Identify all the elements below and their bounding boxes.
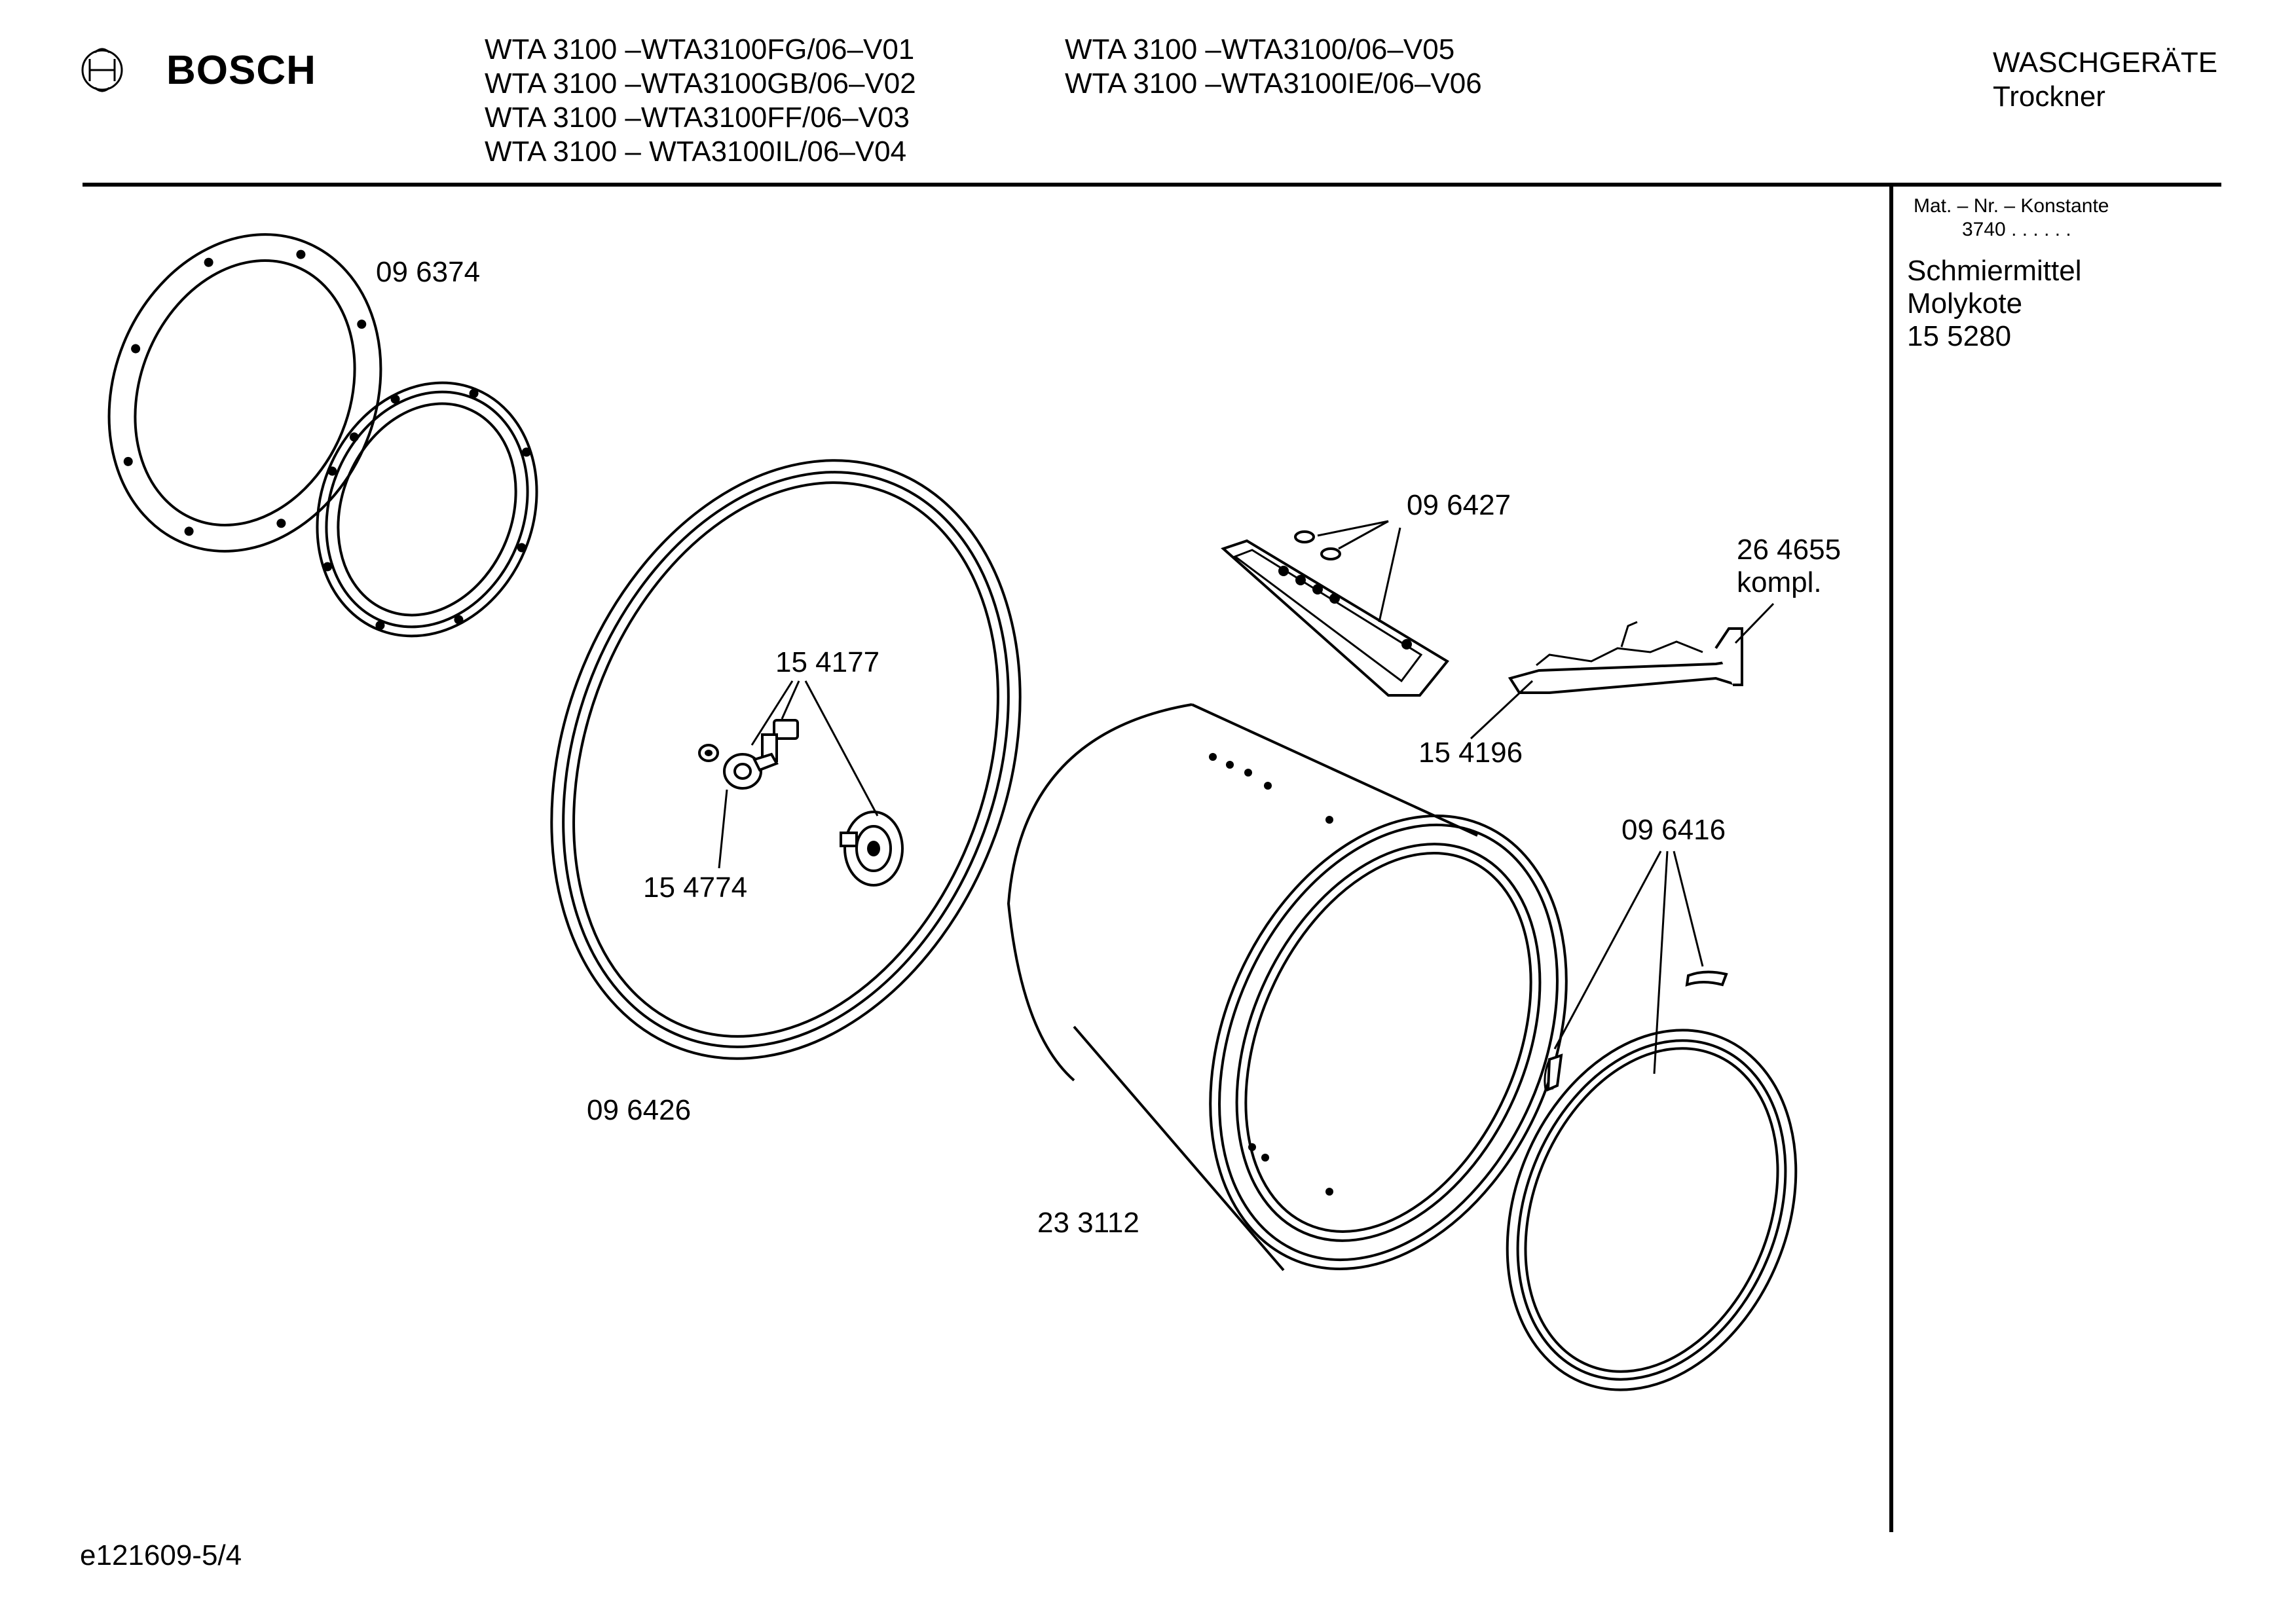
leader-line bbox=[1734, 602, 1775, 644]
part-number-label: 09 6427 bbox=[1407, 489, 1511, 521]
model-line: WTA 3100 –WTA3100/06–V05 bbox=[1065, 33, 1454, 65]
part-number-label: 15 4177 bbox=[775, 646, 880, 678]
model-line: WTA 3100 –WTA3100FF/06–V03 bbox=[485, 101, 910, 134]
part-bearing-plate-154774 bbox=[723, 752, 779, 790]
category-subtitle: Trockner bbox=[1993, 81, 2105, 113]
part-drum-cylinder-233112 bbox=[1007, 703, 1568, 1272]
leader-line bbox=[1653, 851, 1669, 1074]
part-number-label: 23 3112 bbox=[1037, 1207, 1139, 1239]
part-number-label: 15 4774 bbox=[643, 871, 747, 904]
drawing-id: e121609-5/4 bbox=[80, 1539, 242, 1571]
model-list-col2: WTA 3100 –WTA3100/06–V05 WTA 3100 –WTA31… bbox=[1065, 33, 1482, 100]
leader-line bbox=[1338, 520, 1389, 550]
leader-line bbox=[1470, 680, 1534, 740]
part-number-label: 09 6416 bbox=[1621, 814, 1726, 846]
part-front-seal-ring-096416 bbox=[1506, 1029, 1798, 1391]
part-sensor-bracket-264655 bbox=[1508, 621, 1743, 694]
part-slide-shoe bbox=[1544, 1053, 1563, 1092]
part-number-label: 09 6426 bbox=[587, 1094, 691, 1126]
model-list-col1: WTA 3100 –WTA3100FG/06–V01 WTA 3100 –WTA… bbox=[485, 33, 916, 168]
part-number-label: 15 4196 bbox=[1418, 737, 1523, 769]
part-seal-ring bbox=[316, 381, 538, 638]
lubricant-number: 15 5280 bbox=[1907, 320, 2011, 352]
category-title: WASCHGERÄTE bbox=[1993, 46, 2217, 79]
lubricant-label: Schmiermittel bbox=[1907, 255, 2082, 287]
part-drum-bearing-hub bbox=[840, 811, 904, 887]
model-line: WTA 3100 –WTA3100GB/06–V02 bbox=[485, 67, 916, 100]
part-note-label: kompl. bbox=[1737, 566, 1822, 598]
leader-line bbox=[1378, 527, 1401, 623]
model-line: WTA 3100 –WTA3100IE/06–V06 bbox=[1065, 67, 1482, 100]
part-washer bbox=[698, 744, 719, 762]
leader-line bbox=[804, 680, 879, 816]
part-slide-shoe bbox=[1685, 970, 1728, 987]
model-line: WTA 3100 – WTA3100IL/06–V04 bbox=[485, 136, 906, 168]
part-shaft-bolt bbox=[761, 719, 799, 762]
model-line: WTA 3100 –WTA3100FG/06–V01 bbox=[485, 33, 914, 65]
leader-line bbox=[781, 680, 800, 720]
leader-line bbox=[718, 789, 728, 869]
leader-line bbox=[1553, 851, 1662, 1050]
part-number-label: 09 6374 bbox=[376, 256, 480, 288]
leader-line bbox=[1673, 851, 1704, 967]
mat-nr-value: 3740 . . . . . . bbox=[1962, 219, 2071, 240]
mat-nr-title: Mat. – Nr. – Konstante bbox=[1914, 195, 2109, 217]
leader-line bbox=[1317, 520, 1389, 537]
lubricant-name: Molykote bbox=[1907, 287, 2022, 320]
part-rear-drum-wall-096426 bbox=[550, 459, 1022, 1060]
leader-line bbox=[750, 680, 794, 746]
part-drum-baffle-096427 bbox=[1221, 530, 1449, 697]
brand-name: BOSCH bbox=[166, 48, 316, 93]
part-flat-ring-096374 bbox=[107, 233, 382, 553]
part-number-label: 26 4655 bbox=[1737, 534, 1841, 566]
bosch-armature-logo bbox=[81, 48, 123, 92]
